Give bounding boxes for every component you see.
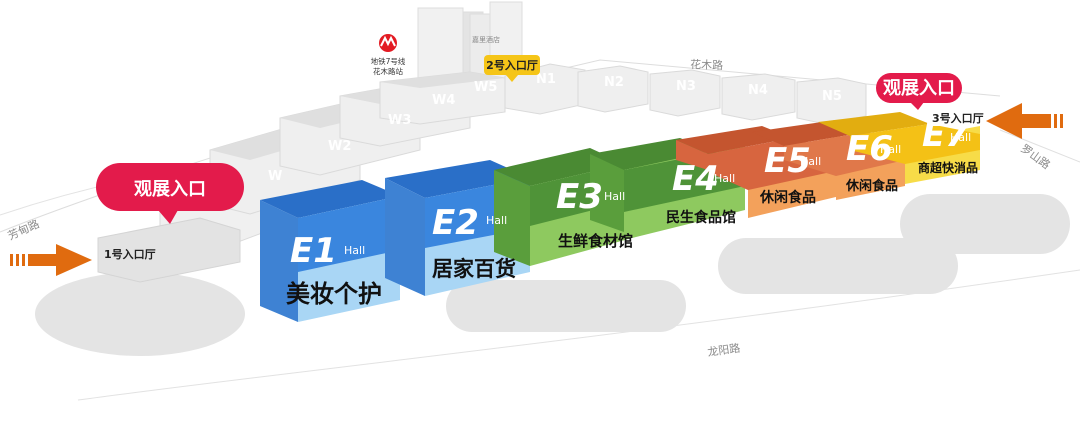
hall-label-N1: N1 bbox=[536, 72, 556, 87]
hall-E6-suffix: Hall bbox=[880, 143, 901, 156]
road-label-fangdian: 芳甸路 bbox=[6, 217, 42, 243]
road-label-longyang: 龙阳路 bbox=[707, 342, 741, 359]
hall-E7-suffix: Hall bbox=[950, 131, 971, 144]
arrow-west-icon bbox=[10, 244, 92, 276]
hall-E1-id: E1 bbox=[290, 231, 337, 271]
hall-E1-category: 美妆个护 bbox=[286, 280, 382, 308]
hotel-label: 嘉里酒店 bbox=[472, 35, 500, 44]
hall-E3-suffix: Hall bbox=[604, 190, 625, 203]
plaza-east bbox=[718, 238, 958, 294]
visitor-entrance-pill-west bbox=[96, 163, 244, 224]
hall-E1-suffix: Hall bbox=[344, 244, 365, 257]
visitor-entrance-pill-east bbox=[876, 73, 962, 110]
entrance-1-label: 1号入口厅 bbox=[104, 248, 156, 261]
hall-E3-category: 生鲜食材馆 bbox=[558, 232, 633, 250]
visitor-entrance-east-label: 观展入口 bbox=[883, 78, 955, 99]
road-edge-south bbox=[77, 269, 1080, 401]
hall-E3-id: E3 bbox=[556, 177, 603, 217]
hall-E7-category: 商超快消品 bbox=[918, 160, 978, 175]
hall-label-N5: N5 bbox=[822, 89, 842, 104]
entrance-3-label: 3号入口厅 bbox=[932, 112, 984, 125]
road-label-huamu: 花木路 bbox=[690, 58, 723, 72]
metro-icon bbox=[379, 34, 397, 52]
hall-E2-category: 居家百货 bbox=[432, 257, 516, 281]
metro-line-label: 地铁7号线 bbox=[371, 56, 406, 66]
hall-E6-category: 休闲食品 bbox=[845, 178, 898, 194]
hall-label-W: W bbox=[268, 169, 282, 184]
hall-E4-suffix: Hall bbox=[714, 172, 735, 185]
grey-halls-north bbox=[504, 63, 867, 125]
hall-E7-id: E7 bbox=[922, 115, 969, 155]
hall-E5-category: 休闲食品 bbox=[759, 189, 816, 206]
hall-E4-category: 民生食品馆 bbox=[666, 209, 736, 226]
arrow-east-icon bbox=[986, 103, 1063, 139]
plaza-far-east bbox=[900, 194, 1070, 254]
visitor-entrance-west-label: 观展入口 bbox=[134, 179, 206, 200]
entrance-2-badge bbox=[484, 55, 540, 82]
road-edge-east bbox=[999, 129, 1080, 163]
hall-E2-id: E2 bbox=[432, 203, 479, 243]
hall-label-N3: N3 bbox=[676, 79, 696, 94]
hall-E5-suffix: Hall bbox=[800, 155, 821, 168]
hall-label-W5: W5 bbox=[474, 80, 497, 95]
entrance-2-label: 2号入口厅 bbox=[486, 59, 538, 72]
hall-label-W2: W2 bbox=[328, 139, 351, 154]
metro-station-label: 花木路站 bbox=[373, 66, 403, 76]
hall-label-W3: W3 bbox=[388, 113, 411, 128]
hall-E5-id: E5 bbox=[764, 141, 811, 181]
hall-E7[interactable] bbox=[818, 112, 980, 184]
road-label-luoshan: 罗山路 bbox=[1018, 142, 1052, 172]
hall-E4-id: E4 bbox=[672, 159, 719, 199]
entrance-hall-1-block bbox=[97, 217, 241, 283]
hall-E6-id: E6 bbox=[846, 129, 893, 169]
plaza-center bbox=[446, 280, 686, 332]
plaza-west bbox=[35, 272, 245, 356]
hall-label-N4: N4 bbox=[748, 83, 768, 98]
hall-E1[interactable] bbox=[260, 180, 400, 322]
hall-label-W4: W4 bbox=[432, 93, 455, 108]
hall-E2-suffix: Hall bbox=[486, 214, 507, 227]
hall-label-N2: N2 bbox=[604, 75, 624, 90]
